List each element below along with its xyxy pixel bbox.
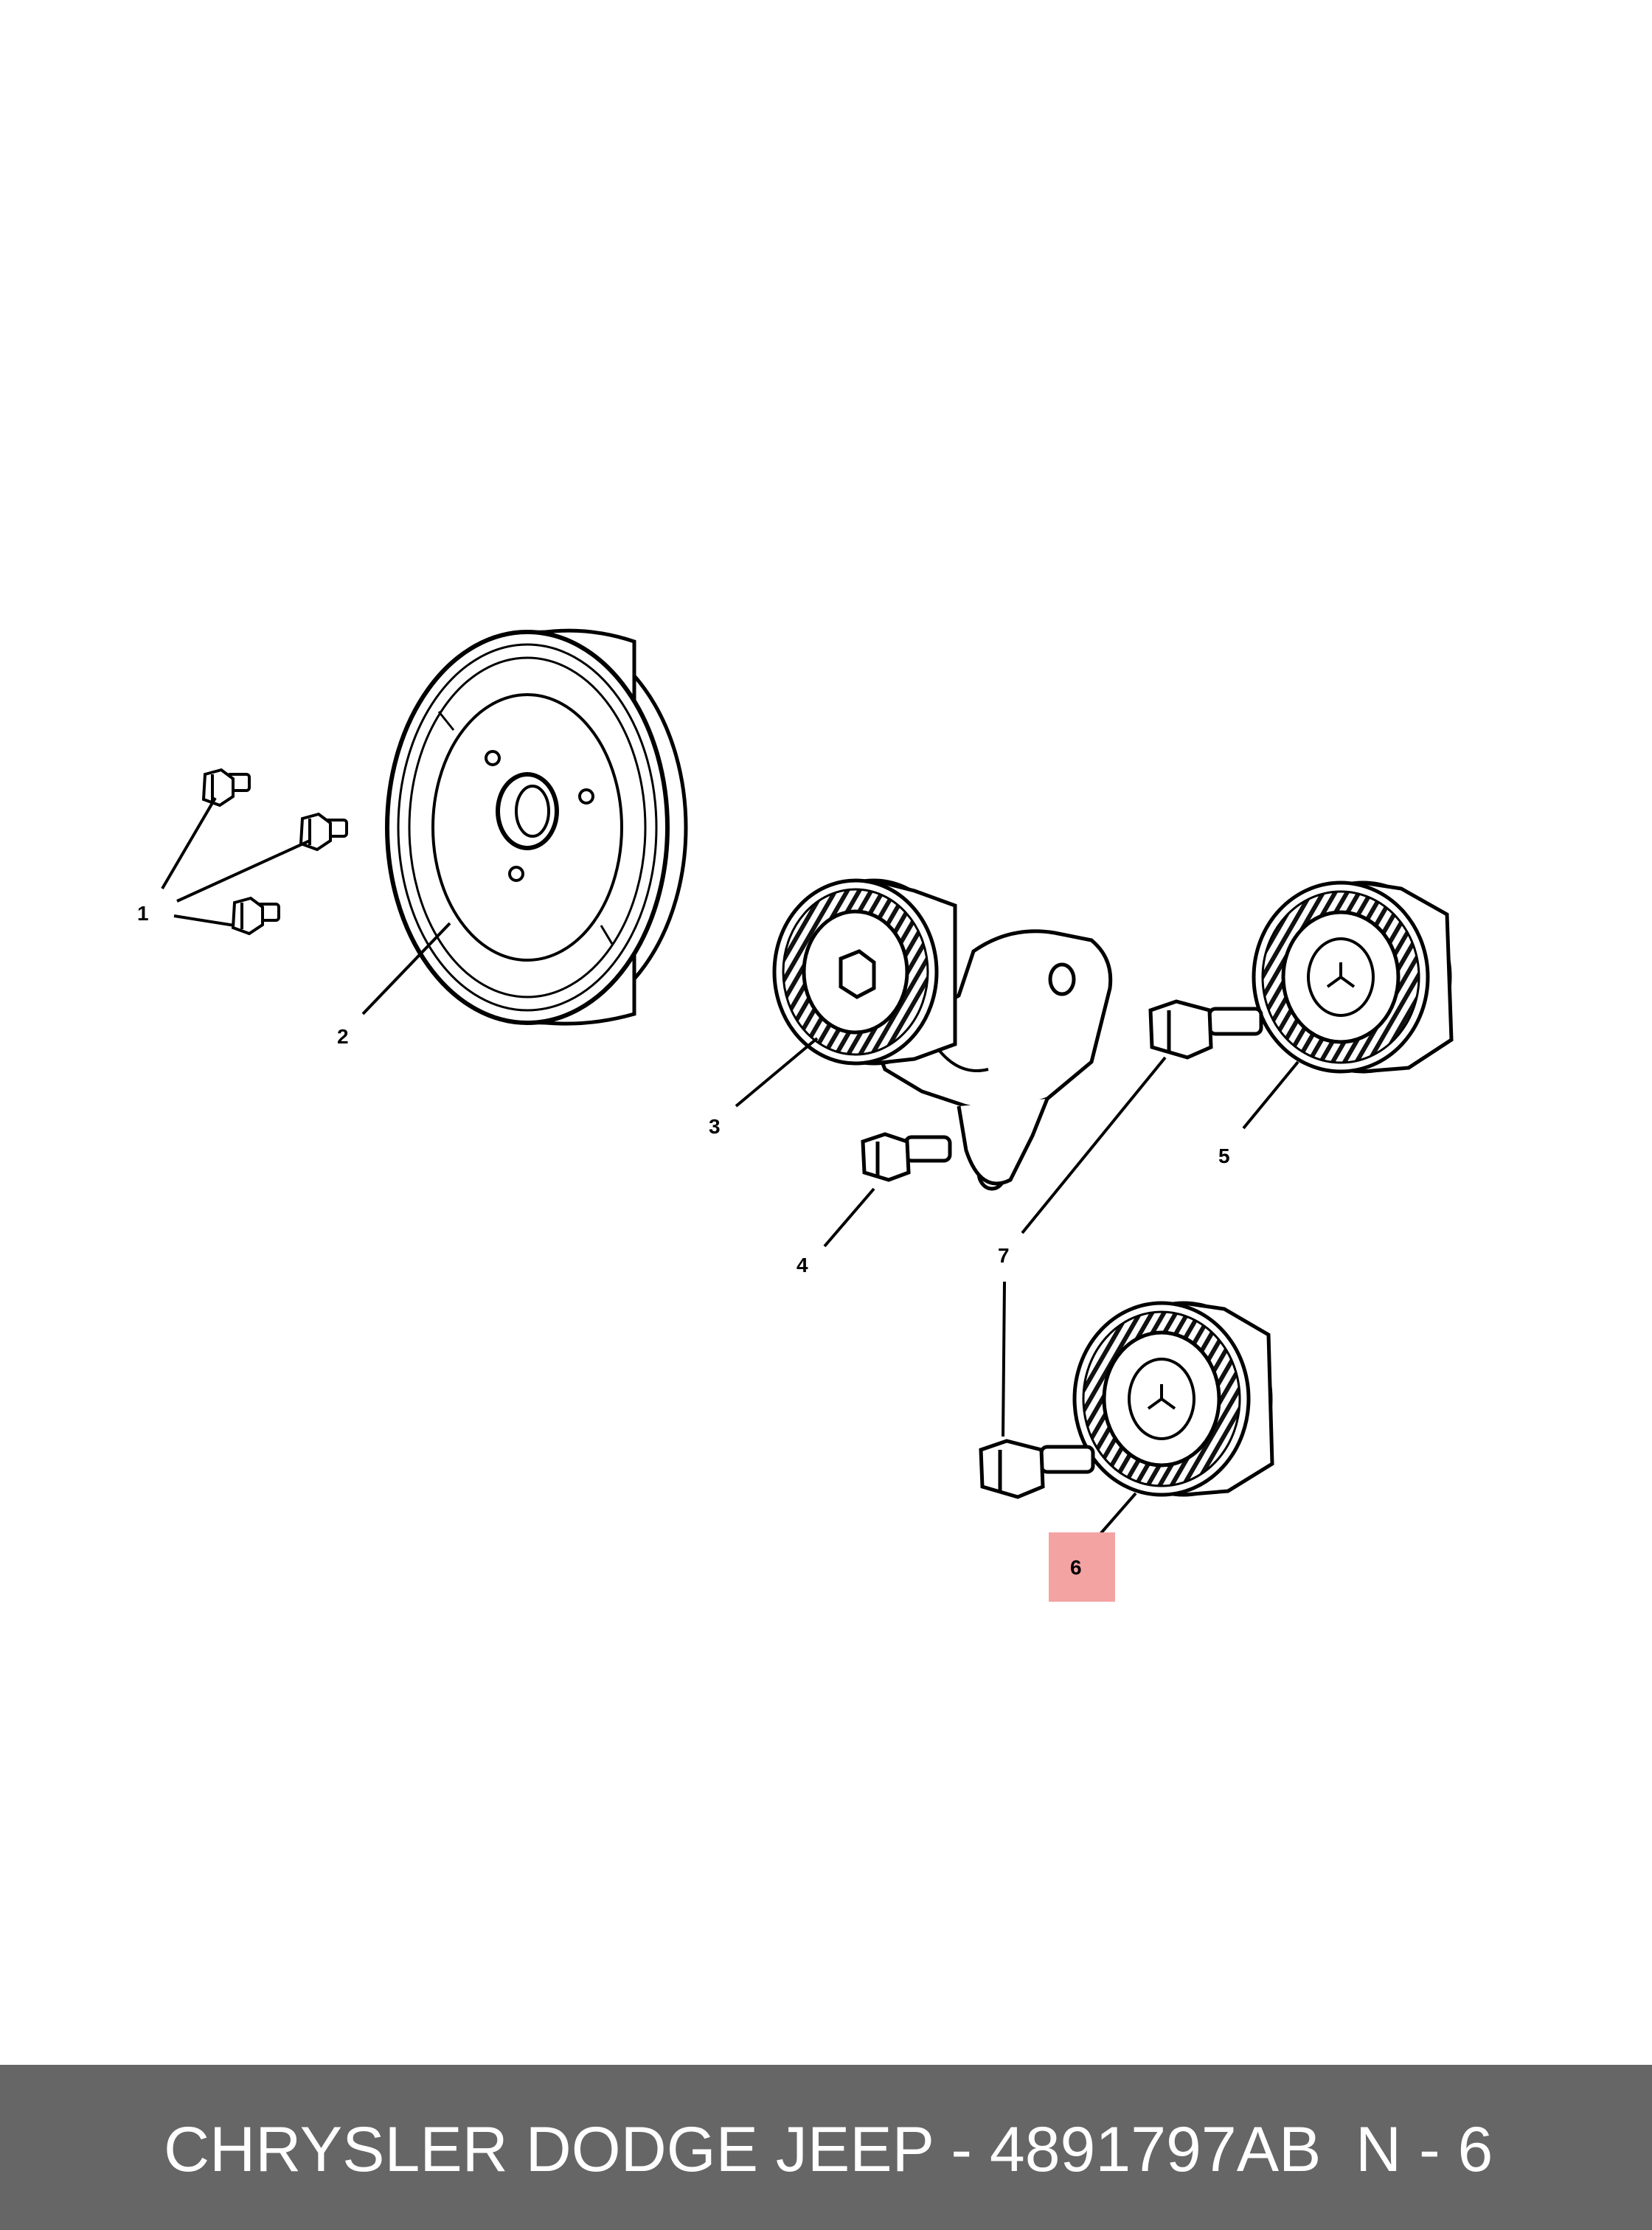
callout-1: 1 <box>137 902 149 925</box>
idler-pulley-6 <box>1072 1301 1274 1497</box>
tensioner-pulley <box>772 878 957 1066</box>
callout-4: 4 <box>796 1254 808 1276</box>
bolt-1a <box>201 768 251 807</box>
highlight-box <box>1049 1532 1115 1602</box>
bolt-1b <box>299 812 348 852</box>
leader-lines <box>161 796 1299 1541</box>
belt-tensioner <box>867 929 1113 1191</box>
callout-2: 2 <box>337 1025 349 1048</box>
bolt-1c <box>231 896 280 936</box>
footer-page-label: N - 6 <box>1356 2114 1493 2185</box>
callout-6: 6 <box>1070 1556 1082 1579</box>
footer-bar: CHRYSLER DODGE JEEP - 4891797AB N - 6 <box>0 2065 1652 2230</box>
bolt-7a <box>1148 999 1263 1060</box>
footer-title: CHRYSLER DODGE JEEP - 4891797AB <box>164 2114 1322 2185</box>
callout-3: 3 <box>709 1115 721 1138</box>
idler-pulley-5 <box>1252 880 1454 1074</box>
callout-7: 7 <box>998 1244 1010 1267</box>
damper-pulley <box>385 628 688 1026</box>
parts-diagram: 1 2 3 4 5 6 7 <box>137 628 1454 1602</box>
bolt-4 <box>861 1132 952 1182</box>
callout-5: 5 <box>1218 1144 1230 1167</box>
bolt-7b <box>979 1439 1095 1499</box>
